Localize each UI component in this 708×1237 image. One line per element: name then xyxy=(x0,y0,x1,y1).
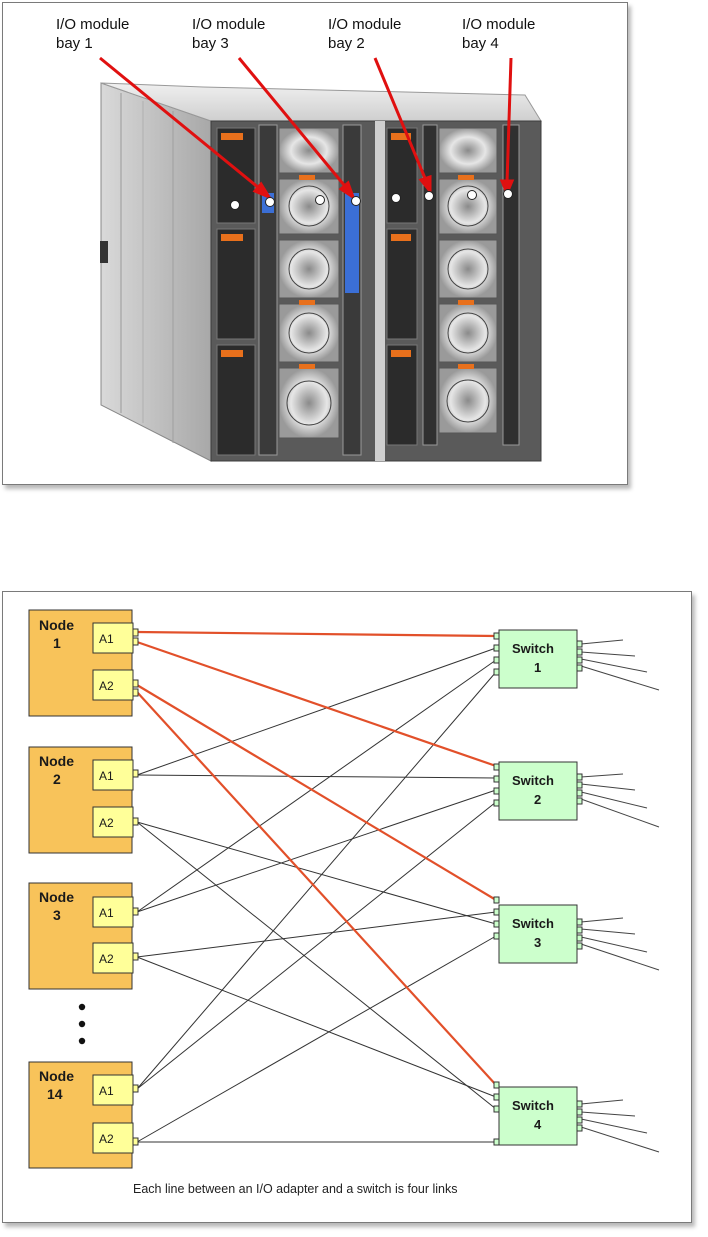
chassis-photo-panel: I/O module bay 1 I/O module bay 3 I/O mo… xyxy=(2,2,628,485)
link-n3a1-s1 xyxy=(136,659,497,913)
node-14-number: 14 xyxy=(47,1086,63,1102)
node-14: Node 14 A1 A2 xyxy=(28,1061,139,1169)
link-n14a2-s3 xyxy=(136,935,497,1143)
link-n2a2-s3 xyxy=(136,821,497,925)
node-1-a2: A2 xyxy=(99,679,114,693)
highlighted-connections xyxy=(136,630,497,1086)
node-14-a2: A2 xyxy=(99,1132,114,1146)
node-3-number: 3 xyxy=(53,907,61,923)
node-3-a2: A2 xyxy=(99,952,114,966)
link-n2a1-s1 xyxy=(136,647,497,776)
switch-4-title: Switch xyxy=(512,1098,554,1113)
node-2-a2: A2 xyxy=(99,816,114,830)
link-n1a1-s1 xyxy=(136,630,497,638)
node-2: Node 2 A1 A2 xyxy=(28,746,139,854)
node-2-title: Node xyxy=(39,753,74,769)
normal-connections xyxy=(136,647,497,1143)
link-n14a1-s2 xyxy=(136,801,497,1090)
bay-label-1: I/O module bay 1 xyxy=(56,16,130,52)
switch-2-title: Switch xyxy=(512,773,554,788)
switch-4-number: 4 xyxy=(534,1117,542,1132)
link-n14a1-s1 xyxy=(136,671,497,1090)
node-14-a1: A1 xyxy=(99,1084,114,1098)
switch-3-title: Switch xyxy=(512,916,554,931)
switch-1: Switch 1 xyxy=(493,629,583,689)
node-1: Node 1 A1 A2 xyxy=(28,609,139,717)
connectivity-diagram-panel: Node 1 A1 A2 Node 2 A1 A2 Node 3 A1 xyxy=(2,591,692,1223)
node-2-a1: A1 xyxy=(99,769,114,783)
link-n3a1-s2 xyxy=(136,789,497,913)
switch-uplinks xyxy=(580,639,660,1153)
node-3-title: Node xyxy=(39,889,74,905)
ellipsis-icon xyxy=(78,1003,86,1045)
link-n3a2-s3 xyxy=(136,911,497,958)
connectivity-diagram: Node 1 A1 A2 Node 2 A1 A2 Node 3 A1 xyxy=(28,609,660,1196)
switch-4: Switch 4 xyxy=(493,1081,583,1146)
bay-label-3: I/O module bay 3 xyxy=(192,16,266,52)
switch-1-number: 1 xyxy=(534,660,541,675)
switch-1-title: Switch xyxy=(512,641,554,656)
link-n3a2-s4 xyxy=(136,956,497,1098)
node-1-title: Node xyxy=(39,617,74,633)
chassis-image xyxy=(99,56,542,462)
bay-label-4: I/O module bay 4 xyxy=(462,16,536,52)
node-2-number: 2 xyxy=(53,771,61,787)
link-n2a1-s2 xyxy=(136,774,497,779)
link-n1a2-s4 xyxy=(136,691,497,1086)
link-n1a2-s3 xyxy=(136,684,497,901)
node-1-number: 1 xyxy=(53,635,61,651)
switch-2-number: 2 xyxy=(534,792,541,807)
link-n2a2-s4 xyxy=(136,821,497,1110)
node-14-title: Node xyxy=(39,1068,74,1084)
node-3-a1: A1 xyxy=(99,906,114,920)
bay-label-2: I/O module bay 2 xyxy=(328,16,402,52)
switch-2: Switch 2 xyxy=(493,761,583,821)
switch-3-number: 3 xyxy=(534,935,541,950)
node-3: Node 3 A1 A2 xyxy=(28,882,139,990)
switch-3: Switch 3 xyxy=(493,896,583,964)
diagram-caption: Each line between an I/O adapter and a s… xyxy=(133,1182,458,1196)
link-n1a1-s2 xyxy=(136,640,497,768)
node-1-a1: A1 xyxy=(99,632,114,646)
